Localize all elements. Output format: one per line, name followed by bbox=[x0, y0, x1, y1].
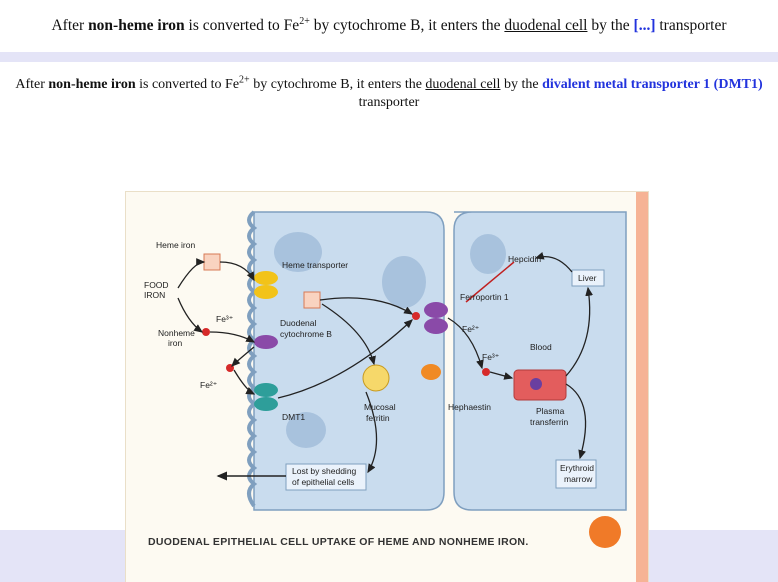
front-text: After bbox=[51, 17, 89, 34]
back-bold-term: non-heme iron bbox=[48, 77, 136, 92]
back-text: is converted to Fe bbox=[135, 77, 240, 92]
back-text: by cytochrome B, it enters the bbox=[249, 77, 426, 92]
arrow-dmt1-to-ferroportin bbox=[277, 319, 413, 399]
cytochrome-b-shape bbox=[254, 335, 278, 349]
back-text: transporter bbox=[358, 95, 420, 110]
card-back: After non-heme iron is converted to Fe2+… bbox=[0, 62, 778, 582]
heme-in-cell-mark bbox=[303, 291, 321, 309]
iron-uptake-figure: Liver Erythroid marrow Lost by shedding … bbox=[126, 192, 648, 582]
cloze-answer: divalent metal transporter 1 (DMT1) bbox=[542, 77, 763, 92]
dmt1-shape-2 bbox=[254, 397, 278, 411]
nucleus-1 bbox=[274, 232, 322, 272]
front-superscript: 2+ bbox=[299, 15, 310, 27]
back-answer-text: After non-heme iron is converted to Fe2+… bbox=[0, 74, 778, 112]
shedding-label-1: Lost by shedding bbox=[292, 466, 357, 476]
dmt1-label: DMT1 bbox=[282, 412, 305, 422]
transferrin-mark bbox=[530, 378, 542, 390]
erythroid-label: Erythroid bbox=[560, 463, 594, 473]
liver-box bbox=[571, 269, 605, 287]
erythroid-marrow-box bbox=[555, 459, 597, 489]
front-text: transporter bbox=[655, 17, 727, 34]
arrow-heme-into-cell bbox=[219, 261, 255, 282]
transferrin-label: transferrin bbox=[530, 417, 569, 427]
back-underlined-term: duodenal cell bbox=[425, 77, 501, 92]
duodenal-label: Duodenal bbox=[280, 318, 317, 328]
figure-caption: Duodenal epithelial cell uptake of heme … bbox=[148, 536, 529, 548]
plasma-label: Plasma bbox=[536, 406, 565, 416]
fe2-label-2: Fe²⁺ bbox=[462, 324, 479, 334]
arrow-fe3-to-blood bbox=[489, 371, 514, 380]
heme-transporter-shape-2 bbox=[254, 285, 278, 299]
mucosal-label: Mucosal bbox=[364, 402, 396, 412]
cytochrome-b-label: cytochrome B bbox=[280, 329, 332, 339]
iron-uptake-diagram: Liver Erythroid marrow Lost by shedding … bbox=[144, 210, 627, 511]
liver-label: Liver bbox=[578, 273, 597, 283]
heme-transporter-shape bbox=[254, 271, 278, 285]
front-text: by cytochrome B, it enters the bbox=[309, 17, 505, 34]
arrow-blood-to-liver bbox=[565, 286, 593, 377]
back-text: by the bbox=[500, 77, 543, 92]
arrow-fe3-to-cytb bbox=[209, 331, 256, 343]
marrow-label: marrow bbox=[564, 474, 593, 484]
front-text: is converted to Fe bbox=[184, 17, 300, 34]
ferroportin-shape bbox=[424, 302, 448, 318]
dmt1-shape bbox=[254, 383, 278, 397]
fe-dot-ferroportin bbox=[412, 312, 420, 320]
nonheme-label: Nonheme bbox=[158, 328, 195, 338]
fe2-label-1: Fe²⁺ bbox=[200, 380, 217, 390]
front-question: After non-heme iron is converted to Fe2+… bbox=[51, 15, 727, 35]
arrow-ferroportin-to-fe3 bbox=[447, 317, 484, 370]
cloze-placeholder: [...] bbox=[633, 17, 656, 34]
arrow-food-to-nonheme bbox=[177, 297, 204, 333]
heme-iron-label: Heme iron bbox=[156, 240, 195, 250]
heme-transporter-label: Heme transporter bbox=[282, 260, 348, 270]
hephaestin-label: Hephaestin bbox=[448, 402, 491, 412]
back-text: After bbox=[15, 77, 49, 92]
heme-iron-mark bbox=[203, 253, 221, 271]
nucleus-2 bbox=[382, 256, 426, 308]
mucosal-ferritin-shape bbox=[362, 364, 390, 392]
arrow-blood-to-marrow bbox=[565, 383, 587, 460]
arrow-cytb-to-fe2 bbox=[231, 346, 255, 367]
nonheme-iron-label: iron bbox=[168, 338, 182, 348]
blood-label: Blood bbox=[530, 342, 552, 352]
ferritin-label: ferritin bbox=[366, 413, 390, 423]
fe3-dot-1 bbox=[202, 328, 210, 336]
arrow-to-ferritin bbox=[321, 303, 376, 366]
back-superscript: 2+ bbox=[239, 74, 250, 86]
hephaestin-shape bbox=[421, 364, 441, 380]
nucleus-3 bbox=[470, 234, 506, 274]
arrow-fe2-to-dmt1 bbox=[233, 369, 256, 395]
iron-label: IRON bbox=[144, 290, 165, 300]
microvilli-border bbox=[247, 210, 258, 508]
hepcidin-inhibition-line bbox=[465, 261, 515, 303]
arrow-ferritin-to-shedding bbox=[365, 391, 378, 474]
ferroportin-label: Ferroportin 1 bbox=[460, 292, 509, 302]
hepcidin-label: Hepcidin bbox=[508, 254, 541, 264]
ferroportin-shape-2 bbox=[424, 318, 448, 334]
arrow-liver-to-hepcidin bbox=[534, 252, 573, 273]
front-text: by the bbox=[587, 17, 634, 34]
nucleus-4 bbox=[286, 412, 326, 448]
card-front: After non-heme iron is converted to Fe2+… bbox=[0, 0, 778, 52]
arrow-heme-to-fe bbox=[319, 297, 414, 315]
shedding-label-2: of epithelial cells bbox=[292, 477, 354, 487]
front-underlined-term: duodenal cell bbox=[504, 17, 588, 34]
arrow-food-to-heme bbox=[177, 258, 206, 289]
shedding-box bbox=[285, 463, 367, 491]
fe3-label-1: Fe³⁺ bbox=[216, 314, 233, 324]
fe3-dot-2 bbox=[482, 368, 490, 376]
fe3-label-2: Fe³⁺ bbox=[482, 352, 499, 362]
figure-side-border bbox=[636, 192, 648, 582]
decorative-circle bbox=[589, 516, 621, 548]
front-bold-term: non-heme iron bbox=[88, 17, 185, 34]
food-label: FOOD bbox=[144, 280, 169, 290]
